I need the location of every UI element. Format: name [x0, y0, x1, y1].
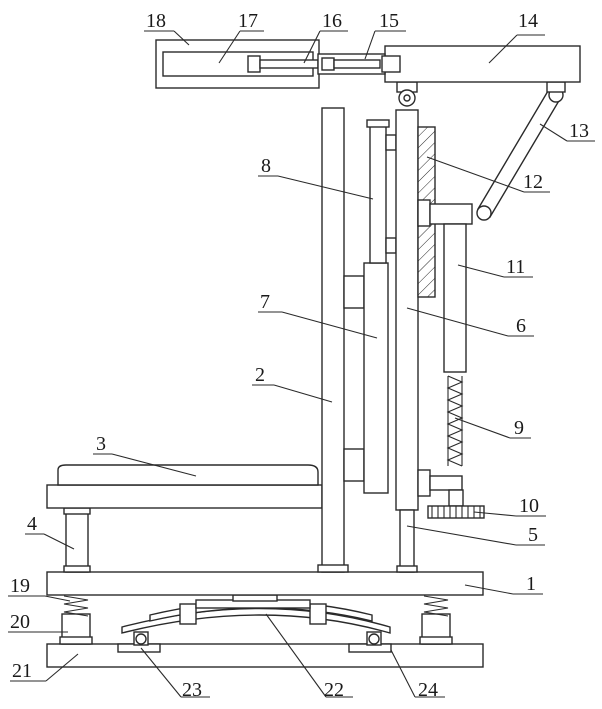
- label-15: 15: [379, 10, 399, 32]
- sliding-plate: [364, 263, 388, 493]
- guide-rail-cap: [367, 120, 389, 127]
- seat-leg-left: [66, 511, 88, 572]
- gear-shaft: [449, 490, 463, 506]
- spring-left: [64, 596, 88, 616]
- label-16: 16: [322, 10, 342, 32]
- seat-cushion: [58, 465, 318, 485]
- label-11: 11: [506, 256, 525, 278]
- lead-screw: [448, 376, 462, 466]
- cylinder-mount: [418, 200, 430, 226]
- slider-block-top: [344, 276, 364, 308]
- seat-frame: [47, 485, 322, 508]
- label-8: 8: [261, 155, 271, 177]
- label-10: 10: [519, 495, 539, 517]
- gear-bracket-arm: [430, 476, 462, 490]
- link-top-mount: [547, 82, 565, 92]
- leader-lines: [8, 31, 595, 697]
- rocker-clamp-2: [310, 604, 326, 624]
- label-21: 21: [12, 660, 32, 682]
- label-2: 2: [255, 364, 265, 386]
- roller-left: [136, 634, 146, 644]
- label-4: 4: [27, 513, 37, 535]
- connecting-link: [478, 91, 560, 217]
- link-pivot-lower: [477, 206, 491, 220]
- coupler-rod: [334, 60, 380, 68]
- label-3: 3: [96, 433, 106, 455]
- label-7: 7: [260, 291, 270, 313]
- label-1: 1: [526, 573, 536, 595]
- rocker-clamp-1: [180, 604, 196, 624]
- slider-block-bottom: [344, 449, 364, 481]
- label-18: 18: [146, 10, 166, 32]
- seat-leg-cap: [64, 508, 90, 514]
- label-5: 5: [528, 524, 538, 546]
- cylinder-head: [430, 204, 472, 224]
- label-9: 9: [514, 417, 524, 439]
- backrest-post: [322, 108, 344, 572]
- top-arm-right: [385, 46, 580, 82]
- post-foot-right: [420, 637, 452, 644]
- rocker-hub: [233, 595, 277, 601]
- seat-leg-foot: [64, 566, 90, 572]
- label-6: 6: [516, 315, 526, 337]
- rail-stop-top: [386, 135, 396, 150]
- label-24: 24: [418, 679, 438, 701]
- cylinder-body: [444, 224, 466, 372]
- base-plate: [47, 644, 483, 667]
- label-22: 22: [324, 679, 344, 701]
- main-plate: [47, 572, 483, 595]
- label-13: 13: [569, 120, 589, 142]
- guide-rail: [370, 125, 386, 263]
- label-12: 12: [523, 171, 543, 193]
- label-19: 19: [10, 575, 30, 597]
- column-top-pivot-center: [404, 95, 410, 101]
- label-17: 17: [238, 10, 258, 32]
- rail-stop-bottom: [386, 238, 396, 253]
- part-labels: 1 2 3 4 5 6 7 8 9 10 11 12 13 14 15 16 1…: [10, 10, 589, 701]
- column-leg-foot: [397, 566, 417, 572]
- post-foot-left: [60, 637, 92, 644]
- label-23: 23: [182, 679, 202, 701]
- slide-rod-left: [260, 60, 318, 68]
- backrest-post-foot: [318, 565, 348, 572]
- label-14: 14: [518, 10, 538, 32]
- spring-right: [424, 596, 448, 616]
- slide-roller-right: [382, 56, 400, 72]
- coupler-end-left: [322, 58, 334, 70]
- roller-right: [369, 634, 379, 644]
- gear-bracket: [418, 470, 430, 496]
- slide-roller-left: [248, 56, 260, 72]
- column-leg: [400, 510, 414, 572]
- label-20: 20: [10, 611, 30, 633]
